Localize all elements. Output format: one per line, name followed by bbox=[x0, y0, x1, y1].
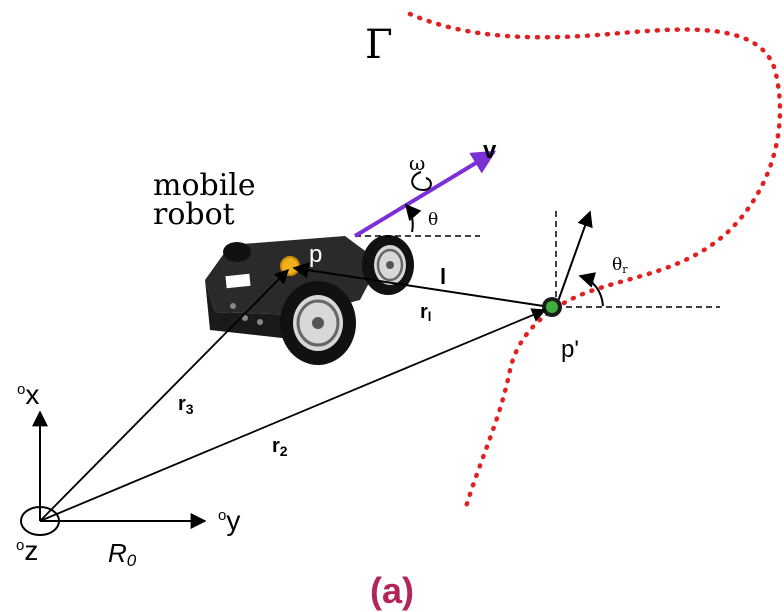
point-p-label: p bbox=[309, 241, 322, 268]
vector-l bbox=[292, 262, 551, 308]
vector-r2-label: r2 bbox=[272, 435, 288, 459]
robot-label-line2: robot bbox=[153, 197, 235, 232]
axis-z-label: oz bbox=[16, 535, 38, 566]
robot-label-line1: mobile bbox=[153, 168, 256, 203]
frame-r0-label: R0 bbox=[108, 538, 137, 570]
vector-r3 bbox=[39, 268, 290, 522]
theta-r-label: θr bbox=[612, 255, 628, 276]
theta-r-arc bbox=[578, 272, 604, 307]
robot-point-p bbox=[280, 256, 300, 276]
vector-r3-label: r3 bbox=[178, 393, 194, 417]
theta-arc bbox=[404, 203, 422, 233]
reference-path-gamma bbox=[407, 11, 783, 513]
velocity-vector bbox=[353, 150, 497, 238]
target-heading-vector bbox=[555, 210, 593, 308]
figure-caption: (a) bbox=[370, 570, 414, 611]
gamma-label: Γ bbox=[365, 22, 393, 68]
axis-y-label: oy bbox=[218, 505, 240, 536]
theta-label: θ bbox=[428, 210, 438, 230]
vector-l-label: l bbox=[440, 264, 446, 289]
point-p-prime-label: p' bbox=[561, 336, 579, 363]
vector-r2 bbox=[39, 308, 547, 522]
vector-r1-label: rl bbox=[420, 301, 431, 324]
omega-label: ω bbox=[409, 151, 425, 175]
velocity-label: v bbox=[483, 137, 497, 164]
axis-x-label: ox bbox=[17, 379, 39, 410]
omega-rotation-icon bbox=[411, 171, 432, 192]
